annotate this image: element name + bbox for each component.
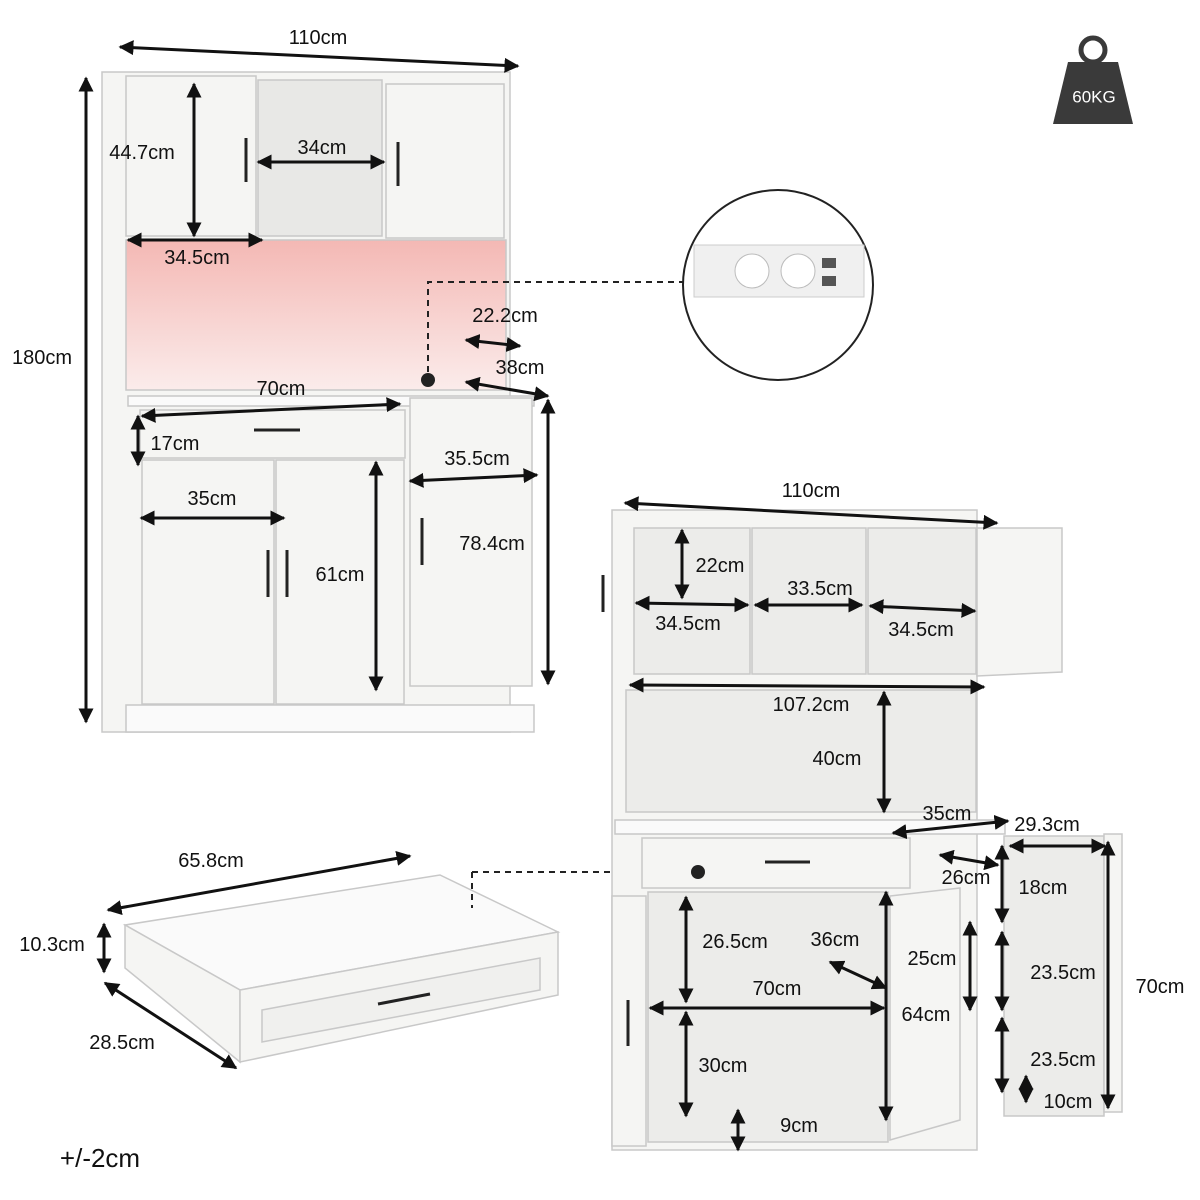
dim-label: 10.3cm [19,934,85,956]
dim-label: 40cm [812,748,862,770]
dim-label: 36cm [810,929,860,951]
dim-label: 70cm [1135,976,1185,998]
dim-label: 26.5cm [702,931,768,953]
weight-icon [1053,35,1133,124]
dim-label: 29.3cm [1014,814,1080,836]
dim-label: 34.5cm [888,619,954,641]
dim-label: 107.2cm [772,694,850,716]
dim-label: 78.4cm [459,533,525,555]
dim-label: 34.5cm [164,247,230,269]
dim-label: 23.5cm [1030,1049,1096,1071]
dim-label: 18cm [1018,877,1068,899]
dim-label: 35cm [922,803,972,825]
dimension-arrows [78,40,1116,1152]
dim-label: 61cm [315,564,365,586]
dim-label: 25cm [907,948,957,970]
dim-label: 65.8cm [178,850,244,872]
dim-label: 64cm [901,1004,951,1026]
dim-label: 35cm [187,488,237,510]
dim-label: 22cm [695,555,745,577]
dim-label: 9cm [780,1115,818,1137]
dim-label: 33.5cm [787,578,853,600]
dim-label: 23.5cm [1030,962,1096,984]
dim-label: 44.7cm [109,142,175,164]
dim-label: 30cm [698,1055,748,1077]
dim-label: 110cm [288,27,348,49]
socket-callout [427,189,874,381]
dim-label: 22.2cm [472,305,538,327]
dim-label: 70cm [752,978,802,1000]
dim-label: 34cm [297,137,347,159]
tolerance-note: +/-2cm [59,1143,141,1173]
weight-label: 60KG [1072,87,1116,107]
dim-label: 70cm [256,378,306,400]
dim-label: 38cm [495,357,545,379]
dim-label: 110cm [781,480,841,502]
dim-label: 26cm [941,867,991,889]
dim-label: 28.5cm [89,1032,155,1054]
closed-cabinet [101,71,535,733]
dim-label: 180cm [11,347,73,369]
dim-label: 35.5cm [444,448,510,470]
dim-label: 34.5cm [655,613,721,635]
drawer-illustration [122,871,695,1064]
dim-label: 17cm [150,433,200,455]
dim-label: 10cm [1043,1091,1093,1113]
